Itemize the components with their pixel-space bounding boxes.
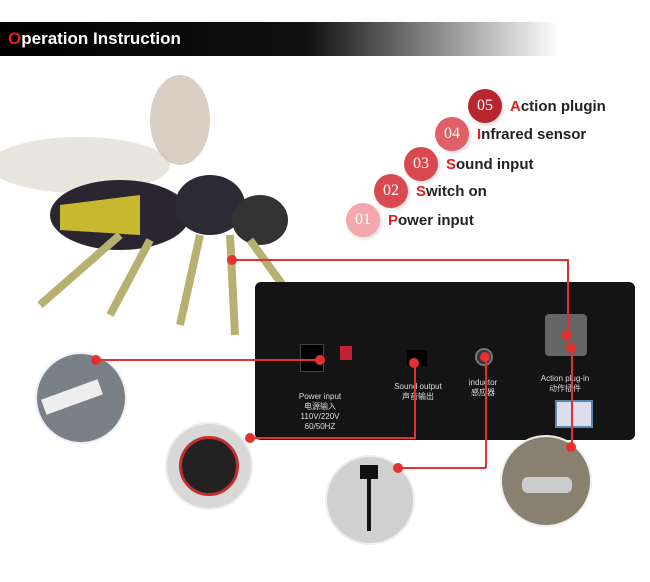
power-strip-image	[35, 352, 127, 444]
power-switch[interactable]	[340, 346, 352, 360]
wasp-image	[0, 75, 294, 336]
speaker-image	[165, 422, 253, 510]
wasp-marker	[227, 255, 237, 265]
header-bar: Operation Instruction	[0, 22, 560, 56]
sensor-marker	[393, 463, 403, 473]
action-plugin-image	[500, 435, 592, 527]
action-plugin-marker	[566, 442, 576, 452]
power-socket	[300, 344, 324, 372]
power-marker	[91, 355, 101, 365]
speaker-marker	[245, 433, 255, 443]
page-title: Operation Instruction	[8, 29, 181, 48]
sticker	[555, 400, 593, 428]
